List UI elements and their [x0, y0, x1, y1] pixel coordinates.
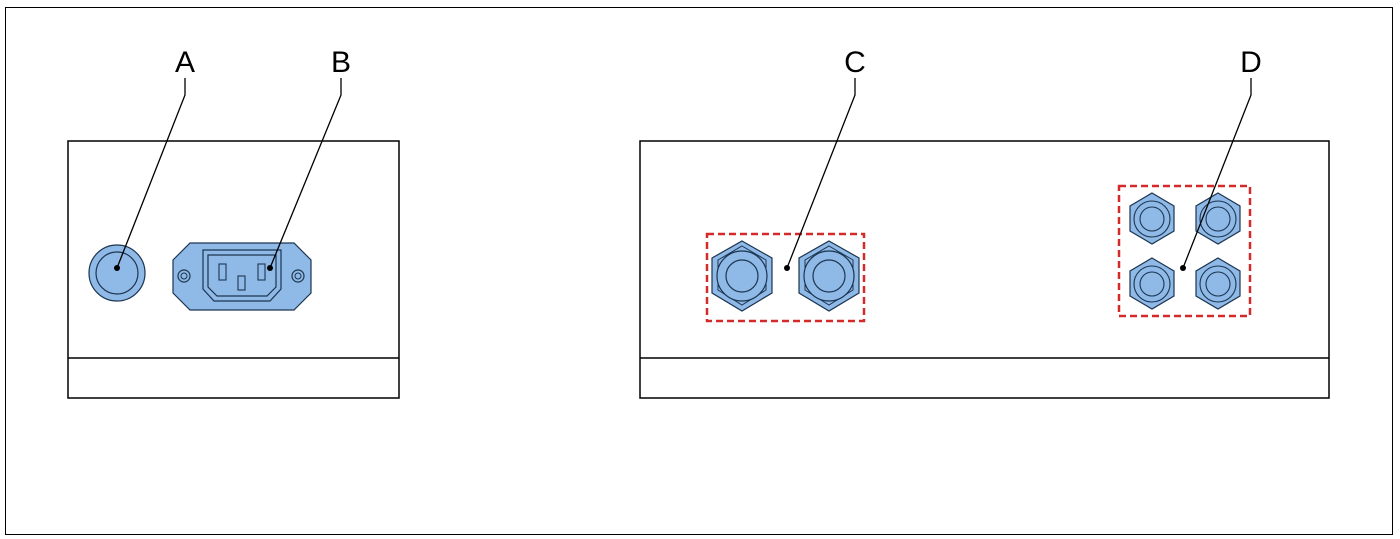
- large-cable-gland-icon: [705, 232, 866, 323]
- callout-label-c: C: [844, 46, 866, 79]
- leader-lines: [116, 78, 1252, 269]
- callout-label-b: B: [331, 46, 351, 79]
- callout-label-d: D: [1240, 46, 1262, 79]
- diagram-frame: [5, 7, 1393, 535]
- iec-power-inlet-icon: [172, 242, 312, 311]
- leader-line-a: [116, 78, 186, 269]
- leader-line-d: [1182, 78, 1252, 269]
- leader-line-b: [269, 78, 342, 269]
- leader-line-c: [786, 78, 856, 269]
- small-cable-gland-icon: [1117, 184, 1252, 318]
- round-socket-icon: [88, 244, 146, 302]
- callout-label-a: A: [175, 46, 195, 79]
